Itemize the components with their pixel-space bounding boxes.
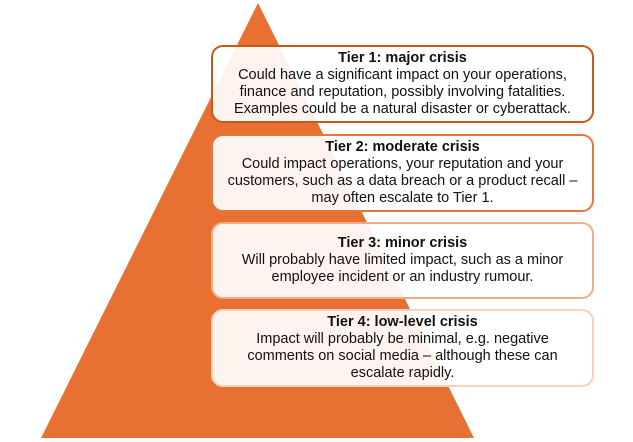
tier-1-box: Tier 1: major crisis Could have a signif… bbox=[211, 45, 594, 123]
tier-4-title: Tier 4: low-level crisis bbox=[327, 314, 478, 330]
tier-2-line-2: customers, such as a data breach or a pr… bbox=[227, 173, 578, 189]
tier-2-line-1: Could impact operations, your reputation… bbox=[241, 156, 564, 172]
tier-3-box: Tier 3: minor crisis Will probably have … bbox=[211, 222, 594, 299]
tier-3-line-2: employee incident or an industry rumour. bbox=[271, 269, 534, 285]
tier-2-line-3: may often escalate to Tier 1. bbox=[311, 190, 494, 206]
tier-3-title: Tier 3: minor crisis bbox=[337, 235, 468, 251]
tier-1-line-2: finance and reputation, possibly involvi… bbox=[239, 84, 566, 100]
tier-4-line-2: comments on social media – although thes… bbox=[247, 348, 558, 364]
tier-1-line-1: Could have a significant impact on your … bbox=[238, 67, 567, 83]
tier-3-line-1: Will probably have limited impact, such … bbox=[241, 252, 564, 268]
tier-4-line-3: escalate rapidly. bbox=[350, 365, 455, 381]
tier-1-title: Tier 1: major crisis bbox=[338, 50, 467, 66]
tier-2-box: Tier 2: moderate crisis Could impact ope… bbox=[211, 134, 594, 212]
tier-4-line-1: Impact will probably be minimal, e.g. ne… bbox=[256, 331, 549, 347]
tier-1-line-3: Examples could be a natural disaster or … bbox=[234, 101, 571, 117]
tier-4-box: Tier 4: low-level crisis Impact will pro… bbox=[211, 309, 594, 387]
tier-2-title: Tier 2: moderate crisis bbox=[325, 139, 480, 155]
